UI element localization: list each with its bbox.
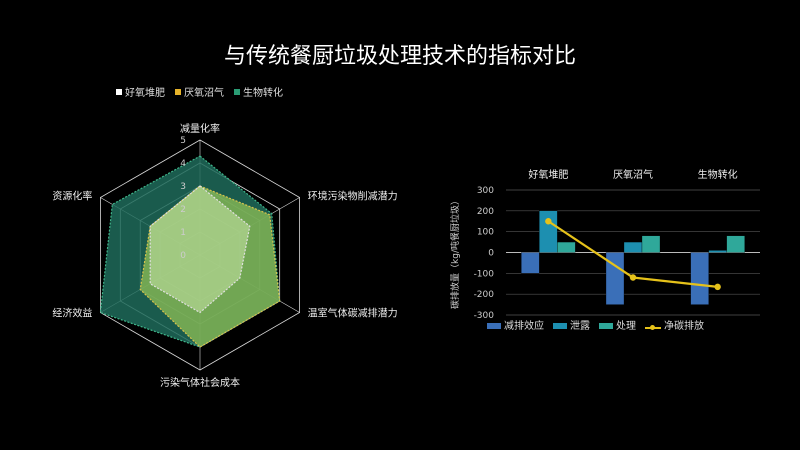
legend-label-aerobic: 好氧堆肥 — [125, 88, 165, 99]
bar-1-2 — [641, 235, 661, 253]
radar-axis-label: 资源化率 — [52, 190, 92, 203]
legend-swatch-treatment — [599, 323, 613, 329]
legend-item-treatment: 处理 — [599, 317, 636, 332]
legend-swatch-anaerobic — [175, 88, 181, 95]
legend-label-treatment: 处理 — [616, 321, 636, 332]
net-emission-point — [629, 274, 637, 281]
legend-swatch-bio — [234, 88, 240, 95]
legend-label-net: 净碳排放 — [664, 321, 704, 332]
bar-tick-label: -100 — [474, 269, 495, 279]
radar-axis-label: 温室气体碳减排潜力 — [308, 307, 398, 320]
legend-item-bio: 生物转化 — [234, 84, 283, 99]
bar-2-0 — [690, 252, 709, 305]
bar-tick-label: 300 — [477, 186, 494, 196]
bar-tick-label: 100 — [477, 228, 494, 238]
bar-category-label: 生物转化 — [698, 168, 738, 181]
radar-tick-label: 5 — [180, 136, 186, 146]
bar-1-0 — [605, 252, 625, 305]
legend-label-anaerobic: 厌氧沼气 — [184, 88, 224, 99]
radar-axis-label: 经济效益 — [52, 307, 92, 320]
radar-legend: 好氧堆肥 厌氧沼气 生物转化 — [116, 84, 283, 99]
bar-0-2 — [557, 241, 576, 253]
bar-category-label: 好氧堆肥 — [528, 168, 568, 181]
radar-axis-label: 污染气体社会成本 — [160, 376, 240, 389]
legend-label-reduction: 减排效应 — [504, 321, 544, 332]
legend-item-net: 净碳排放 — [645, 317, 704, 332]
radar-tick-label: 3 — [180, 182, 186, 192]
radar-tick-label: 2 — [180, 205, 186, 215]
radar-axis-label: 环境污染物削减潜力 — [308, 190, 398, 203]
net-emission-point — [545, 218, 552, 225]
legend-item-aerobic: 好氧堆肥 — [116, 84, 165, 99]
legend-item-leakage: 泄露 — [553, 317, 590, 332]
bar-tick-label: 0 — [488, 249, 494, 259]
bar-2-1 — [708, 250, 727, 253]
bar-category-label: 厌氧沼气 — [613, 168, 653, 181]
legend-label-leakage: 泄露 — [570, 321, 590, 332]
legend-swatch-net — [645, 325, 661, 330]
legend-swatch-leakage — [553, 323, 567, 329]
legend-item-reduction: 减排效应 — [487, 317, 544, 332]
legend-swatch-aerobic — [116, 88, 122, 95]
bar-tick-label: -300 — [474, 311, 495, 321]
bar-legend: 减排效应 泄露 处理 净碳排放 — [487, 317, 704, 332]
page-title: 与传统餐厨垃圾处理技术的指标对比 — [223, 44, 576, 69]
radar-tick-label: 0 — [180, 251, 186, 261]
bar-0-0 — [521, 252, 540, 274]
legend-item-anaerobic: 厌氧沼气 — [175, 84, 224, 99]
radar-axis-label: 减量化率 — [180, 122, 220, 135]
bar-2-2 — [726, 235, 745, 253]
net-emission-point — [714, 283, 721, 291]
bar-1-1 — [623, 241, 643, 253]
legend-label-bio: 生物转化 — [243, 88, 283, 99]
radar-series-0 — [149, 185, 251, 314]
bar-tick-label: 200 — [477, 207, 494, 217]
radar-tick-label: 1 — [180, 228, 186, 238]
bar-tick-label: -200 — [474, 290, 495, 300]
radar-tick-label: 4 — [180, 159, 186, 169]
bar-0-1 — [539, 210, 558, 253]
bar-y-axis-label: 碳排放量（kg/吨餐厨垃圾） — [449, 196, 461, 309]
legend-swatch-reduction — [487, 323, 501, 329]
